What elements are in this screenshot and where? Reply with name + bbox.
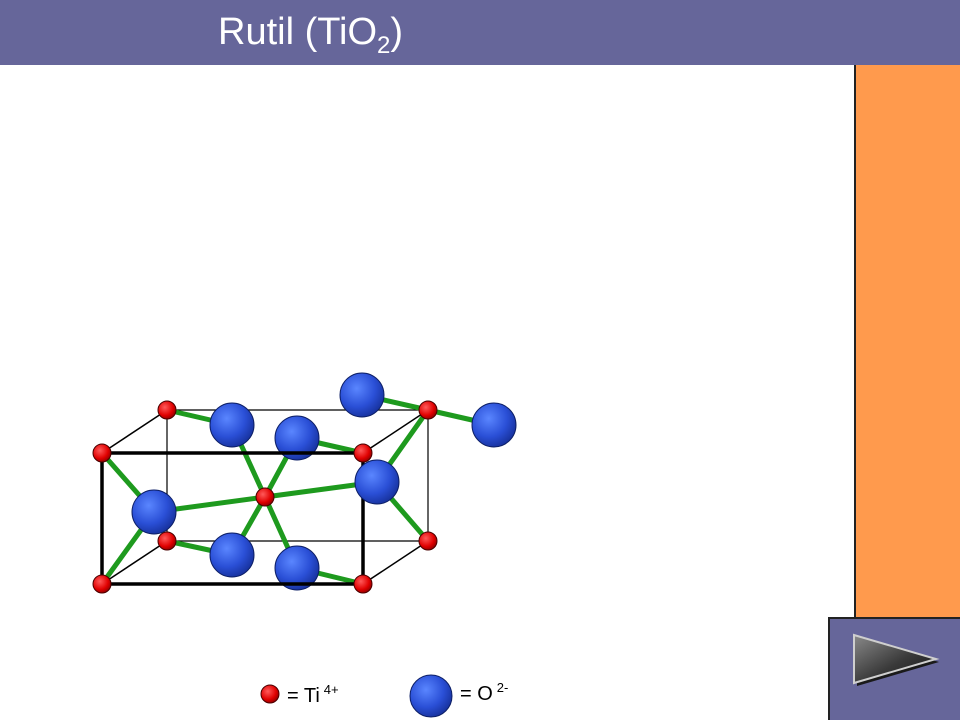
o-atom [471, 402, 517, 448]
o-atom [274, 415, 320, 461]
o-atoms-back [209, 372, 517, 591]
o-atom [209, 532, 255, 578]
o-atom [274, 545, 320, 591]
ti-atom [353, 574, 373, 594]
o-atom [339, 372, 385, 418]
title-bar: Rutil (TiO2) [0, 0, 960, 65]
title-subscript: 2 [377, 32, 391, 59]
legend-ti-label: = Ti [287, 685, 320, 707]
ti-atom [157, 400, 177, 420]
next-slide-button[interactable] [828, 617, 960, 720]
ti-atom [157, 531, 177, 551]
ti-atom [92, 574, 112, 594]
cell-front-face [100, 451, 365, 586]
legend-o-atom [409, 674, 453, 718]
cell-depth-edges [101, 409, 429, 585]
o-atom [131, 489, 177, 535]
title-end: ) [390, 11, 404, 53]
ti-atom [418, 531, 438, 551]
ti-atom-center [255, 487, 275, 507]
ti-atom [92, 443, 112, 463]
ti-atoms [92, 400, 438, 594]
legend-o-label: = O [460, 683, 493, 705]
ti-atom [418, 400, 438, 420]
page-title: Rutil (TiO2) [218, 8, 404, 59]
o-atom [354, 459, 400, 505]
side-panel [854, 65, 960, 617]
o-atoms-front [131, 459, 400, 535]
o-atom [209, 402, 255, 448]
legend-ti-atom [260, 684, 280, 704]
legend-o-charge: 2- [496, 680, 509, 695]
legend-ti-charge: 4+ [323, 682, 339, 697]
play-arrow-icon[interactable] [850, 629, 950, 699]
title-main: Rutil (TiO [218, 11, 378, 53]
ti-atom [353, 443, 373, 463]
